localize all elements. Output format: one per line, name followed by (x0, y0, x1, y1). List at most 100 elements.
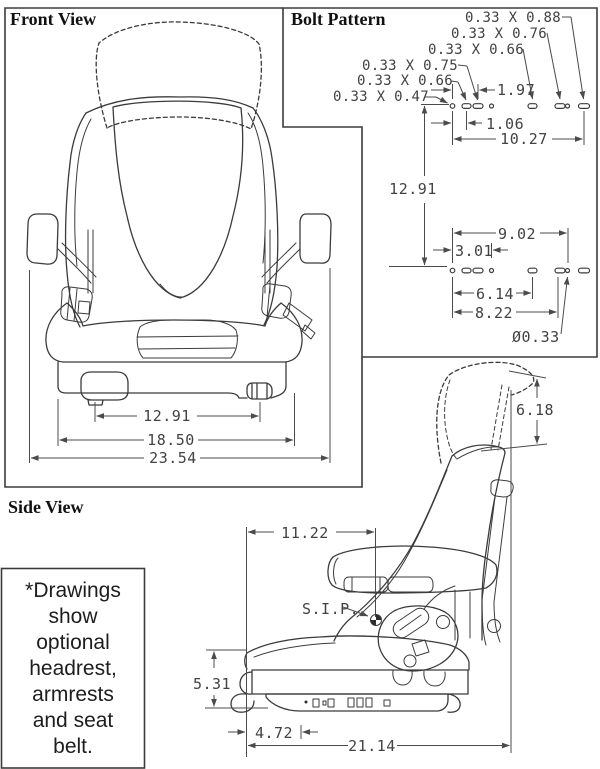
bolt-pattern-labels: 0.33 X 0.88 0.33 X 0.76 0.33 X 0.66 0.33… (333, 10, 586, 105)
front-offset-b-dim: 1.06 (486, 115, 524, 133)
front-base-width-dim: 18.50 (147, 431, 195, 449)
slot-size-label: 0.33 X 0.75 (362, 58, 458, 74)
front-row-width-dim: 10.27 (500, 130, 548, 148)
right-belt-retractor (261, 283, 316, 340)
bolt-slot (461, 103, 472, 109)
slot-size-label: 0.33 X 0.66 (428, 42, 524, 58)
bolt-hole (488, 267, 495, 274)
cushion-height-dim: 5.31 (193, 675, 231, 693)
bolt-hole (449, 267, 456, 274)
sip-label: S.I.P. (302, 600, 359, 618)
headrest-outline-side (436, 361, 535, 464)
hole-diameter-dim: Ø0.33 (512, 328, 560, 346)
label-leader (457, 64, 468, 67)
buckle-plate (377, 605, 459, 672)
base-lower-side (265, 693, 461, 713)
bolt-hole (564, 103, 571, 109)
right-roller (246, 382, 273, 400)
plate-hole (436, 615, 450, 629)
armrest-side (327, 545, 498, 594)
side-view-dimensions: 11.22 6.18 5.31 4.72 21.14 S.I.P. (193, 370, 554, 757)
label-leader (450, 80, 459, 83)
note-text: *Drawings show optional headrest, armres… (25, 579, 121, 758)
backrest-top-edge (85, 96, 254, 114)
suspension-platform (230, 669, 469, 713)
backrest-left-inner (74, 118, 92, 267)
buckle-side (392, 585, 456, 657)
note-line: optional (36, 631, 110, 654)
row-spacing-dim: 12.91 (389, 180, 437, 198)
left-armrest-support (57, 229, 97, 294)
bolt-pattern-title: Bolt Pattern (291, 9, 385, 29)
bolt-pattern-holes (449, 103, 591, 274)
sip-depth-dim: 11.22 (281, 524, 329, 542)
front-view-box (4, 7, 363, 488)
bolt-slot (554, 103, 566, 109)
armrest-side-details (333, 557, 471, 641)
bolt-slot (577, 103, 591, 109)
slot-size-label: 0.33 X 0.88 (465, 10, 561, 26)
note-line: *Drawings (25, 579, 121, 602)
note-line: show (48, 605, 98, 628)
base-dot (304, 700, 308, 704)
front-offset-dim: 4.72 (255, 724, 293, 742)
backrest-right-inner (247, 112, 266, 264)
backrest-side (333, 444, 506, 642)
headrest-height-dim: 6.18 (516, 401, 554, 419)
note-line: headrest, (29, 657, 117, 680)
sip-target-icon (370, 614, 382, 626)
base-connector-details (312, 697, 391, 708)
front-view-dimensions: 12.91 18.50 23.54 (29, 268, 331, 467)
note-line: and seat (33, 709, 114, 732)
bolt-slot (461, 267, 472, 274)
side-view-seat-drawing (230, 361, 535, 713)
panel-borders (0, 7, 598, 769)
note-line: armrests (32, 683, 114, 706)
bolt-slot (527, 267, 538, 274)
side-view-title: Side View (8, 497, 84, 517)
seat-base-front (57, 361, 287, 399)
headrest-posts (444, 379, 510, 460)
front-view-seat-drawing (26, 21, 332, 406)
headrest-outline-front (95, 21, 263, 130)
rear-row-width-dim: 9.02 (498, 225, 536, 243)
bolt-hole (449, 103, 456, 109)
right-armrest (299, 213, 332, 264)
cushion-side-seam (253, 642, 336, 658)
right-armrest-support (261, 229, 301, 294)
plate-hole (403, 654, 417, 668)
seat-belt-strap (481, 479, 514, 646)
back-cushion-contour (112, 100, 244, 299)
note-box (0, 567, 146, 769)
bolt-hole (564, 267, 571, 274)
front-offset-a-dim: 1.97 (497, 81, 535, 99)
plate-feet (392, 670, 446, 687)
bolt-hole (488, 103, 495, 109)
bolt-slot (577, 267, 591, 274)
cushion-side (244, 635, 470, 671)
front-mount-width-dim: 12.91 (143, 407, 191, 425)
bolt-slot (554, 267, 566, 274)
bolt-slot (472, 267, 484, 274)
bolt-pattern-box (282, 7, 598, 358)
left-foot (80, 371, 129, 406)
rear-span-a-dim: 6.14 (476, 285, 514, 303)
slot-size-label: 0.33 X 0.76 (451, 26, 547, 42)
back-cushion-bottom-seam (159, 283, 183, 298)
backrest-right-edge (252, 107, 279, 326)
note-line: belt. (53, 735, 93, 758)
bolt-pattern-dimensions: 1.97 1.06 10.27 12.91 9.02 3.01 6.14 8.2… (389, 81, 585, 346)
rear-span-b-dim: 8.22 (475, 304, 513, 322)
front-view-title: Front View (10, 9, 96, 29)
bolt-slot (472, 103, 484, 109)
left-armrest (26, 213, 59, 265)
rear-offset-dim: 3.01 (455, 242, 493, 260)
front-overall-width-dim: 23.54 (149, 449, 197, 467)
seat-cushion-front (45, 302, 303, 363)
slot-size-label: 0.33 X 0.66 (357, 73, 453, 89)
slot-size-label: 0.33 X 0.47 (333, 89, 429, 105)
backrest-left-edge (64, 112, 87, 328)
overall-depth-dim: 21.14 (348, 737, 396, 755)
bolt-slot (527, 103, 538, 109)
